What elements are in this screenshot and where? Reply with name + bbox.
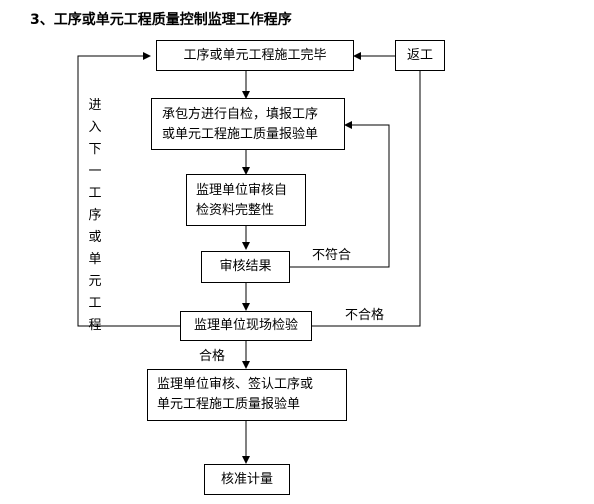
node-review-result: 审核结果: [201, 251, 290, 283]
diagram-title: 3、工序或单元工程质量控制监理工作程序: [30, 12, 292, 28]
node-review-completeness-line1: 监理单位审核自: [196, 181, 305, 201]
label-next-process-char: 下: [88, 142, 102, 157]
label-nonconforming: 不符合: [312, 248, 352, 263]
node-approve-report-line1: 监理单位审核、签认工序或: [157, 377, 314, 392]
node-review-completeness-line2: 检资料完整性: [196, 203, 275, 218]
label-next-process-char: 程: [88, 318, 102, 333]
node-approve-measurement-text: 核准计量: [220, 471, 273, 487]
node-review-result-text: 审核结果: [219, 259, 272, 274]
node-rework: 返工: [395, 40, 445, 71]
node-approve-report-line2: 单元工程施工质量报验单: [157, 397, 301, 412]
label-unqualified: 不合格: [345, 308, 385, 323]
label-next-process-char: 工: [88, 186, 102, 201]
line-unqualified-to-rework: [312, 71, 421, 327]
label-next-process: 进 入 下 一 工 序 或 单 元 工 程: [87, 95, 103, 337]
node-contractor-self-check-line2: 或单元工程施工质量报验单: [162, 127, 319, 142]
label-next-process-char: 一: [88, 164, 102, 179]
node-site-inspection: 监理单位现场检验: [180, 311, 312, 341]
node-review-completeness-line1-text: 监理单位审核自: [196, 183, 288, 198]
label-next-process-char: 单: [88, 252, 102, 267]
arrow-nonconforming-loop: [290, 121, 390, 268]
node-approve-measurement: 核准计量: [204, 464, 290, 495]
arrow-next-process-loop: [77, 52, 180, 327]
label-next-process-char: 入: [88, 120, 102, 135]
label-qualified: 合格: [199, 349, 226, 364]
node-rework-text: 返工: [406, 47, 433, 63]
label-next-process-char: 工: [88, 296, 102, 311]
node-construction-complete-text: 工序或单元工程施工完毕: [183, 47, 327, 63]
node-contractor-self-check-line1: 承包方进行自检，填报工序: [162, 107, 319, 122]
node-site-inspection-text: 监理单位现场检验: [193, 318, 298, 333]
label-next-process-char: 或: [88, 230, 102, 245]
node-approve-report: 监理单位审核、签认工序或 单元工程施工质量报验单: [147, 369, 347, 421]
label-next-process-char: 元: [88, 274, 102, 289]
label-next-process-char: 序: [88, 208, 102, 223]
label-next-process-char: 进: [88, 98, 102, 113]
node-construction-complete: 工序或单元工程施工完毕: [156, 40, 354, 71]
node-contractor-self-check: 承包方进行自检，填报工序 或单元工程施工质量报验单: [151, 98, 345, 150]
node-review-completeness: 监理单位审核自 检资料完整性: [186, 174, 306, 226]
